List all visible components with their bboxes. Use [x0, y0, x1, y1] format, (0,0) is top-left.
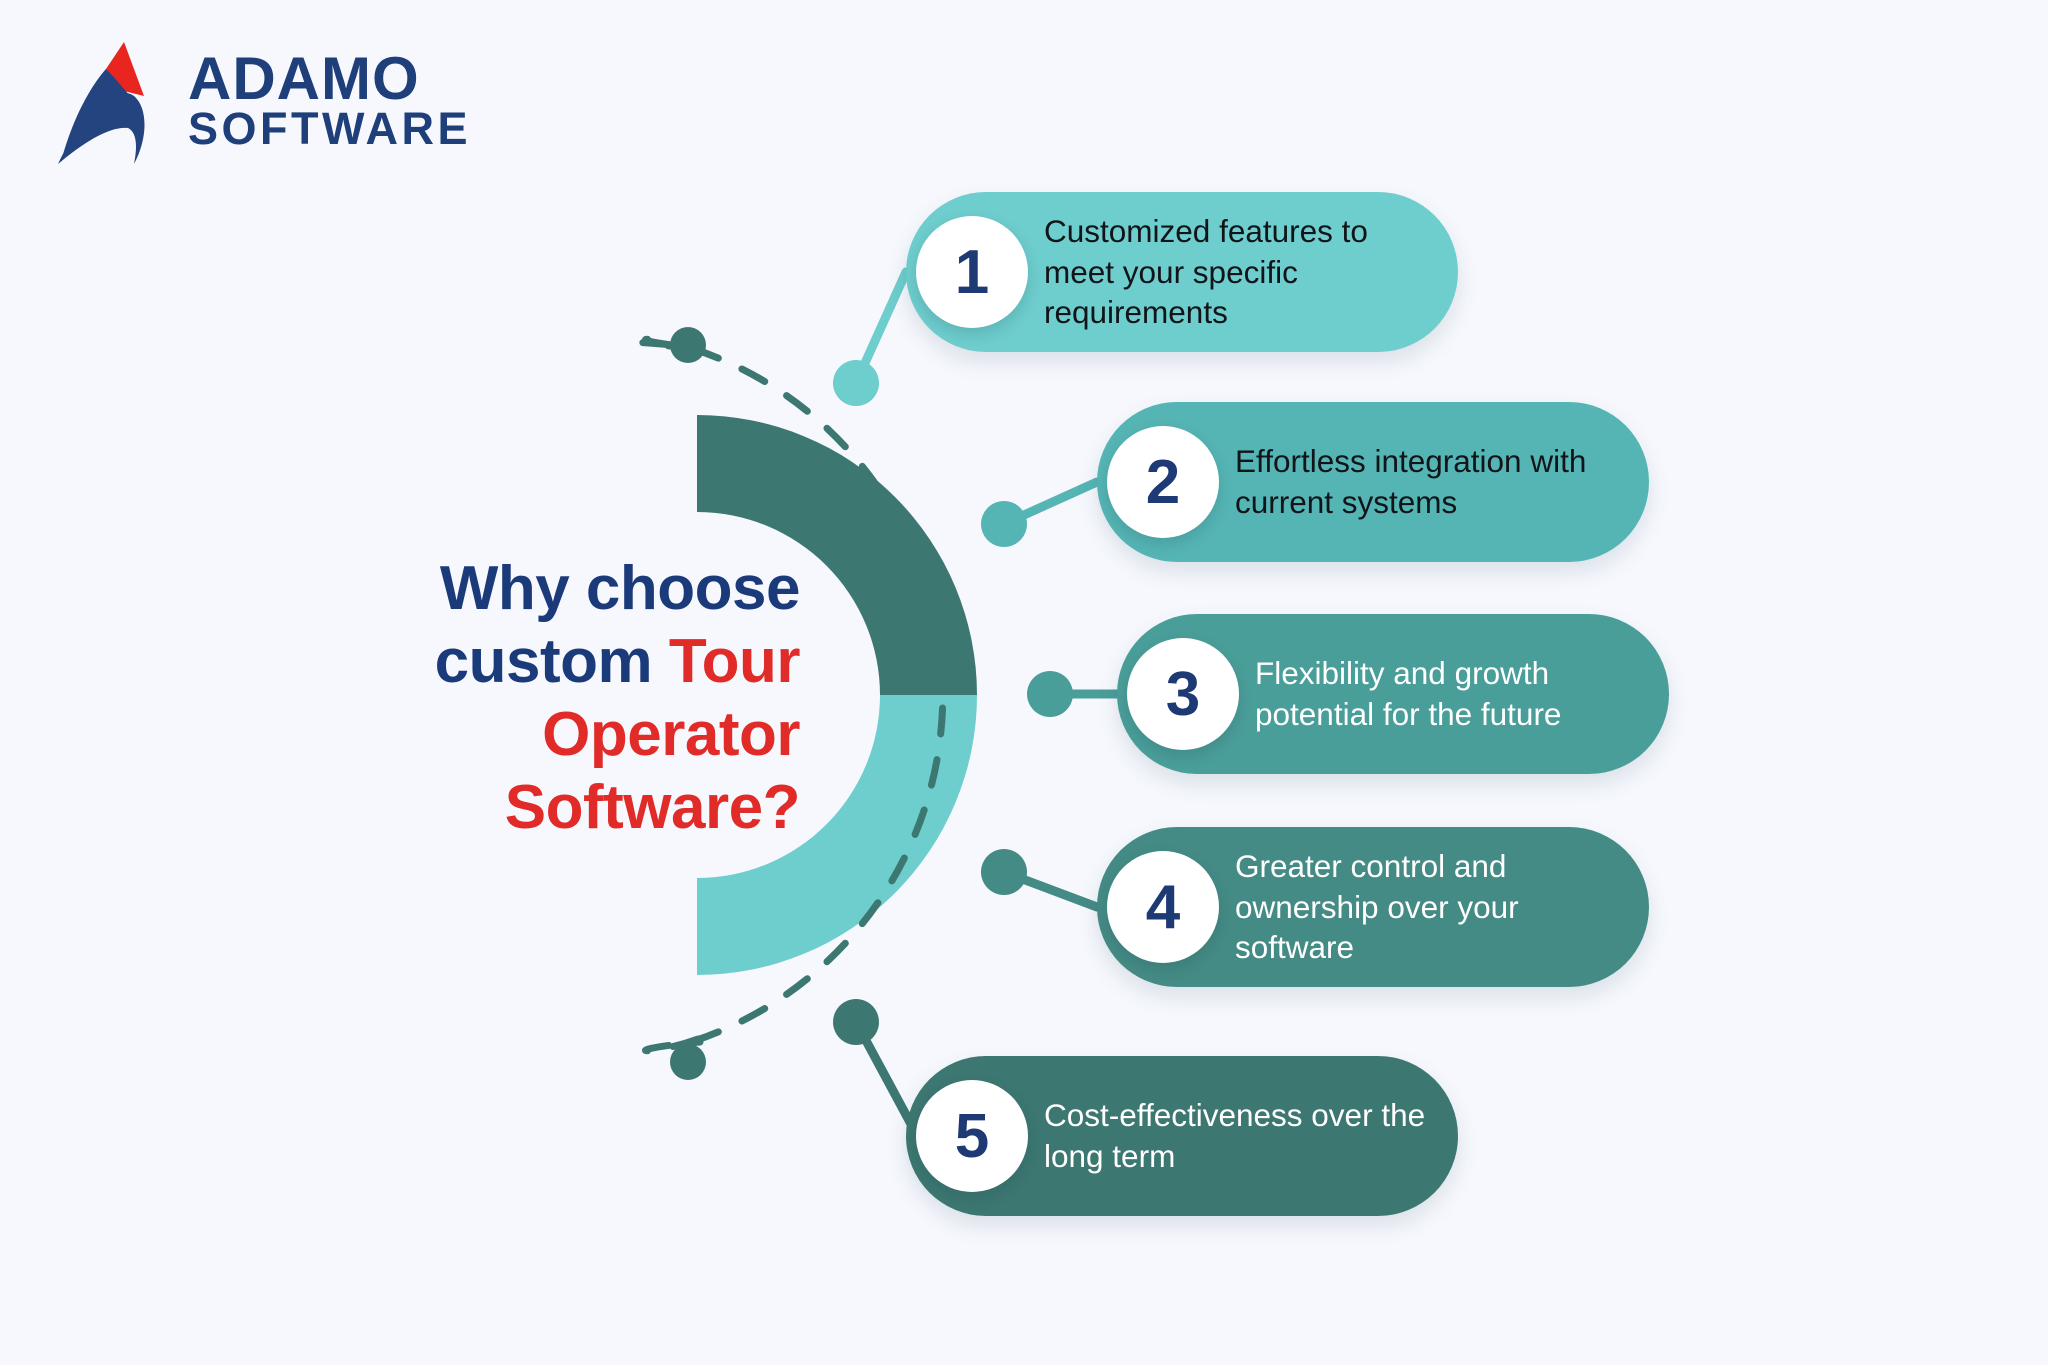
benefit-number-badge-5: 5 [916, 1080, 1028, 1192]
dashed-arc-end-dot-top [670, 327, 706, 363]
spacer-k [636, 338, 690, 349]
benefit-item-1[interactable]: 1 Customized features to meet your speci… [906, 192, 1458, 352]
spacer-h [688, 348, 700, 352]
benefit-item-5[interactable]: 5 Cost-effectiveness over the long term [906, 1056, 1458, 1216]
dashed-spacer-top2 [690, 345, 700, 348]
dashed-spacer-top [641, 338, 700, 347]
benefit-text-2: Effortless integration with current syst… [1235, 443, 1587, 520]
benefit-item-3[interactable]: 3 Flexibility and growth potential for t… [1117, 614, 1669, 774]
brand-wordmark: ADAMO SOFTWARE [188, 44, 471, 155]
spacer-g [642, 336, 693, 350]
benefit-item-4[interactable]: 4 Greater control and ownership over you… [1097, 827, 1649, 987]
benefit-text-1: Customized features to meet your specifi… [1044, 212, 1368, 331]
connector-node-3 [1027, 671, 1073, 717]
connector-node-5 [833, 999, 879, 1045]
spacer-o [650, 333, 700, 350]
dashed-arc-end-dot-bottom [670, 1044, 706, 1080]
connector-line-5 [851, 1017, 917, 1131]
connector-node-1 [833, 360, 879, 406]
connector-line-1 [851, 267, 911, 388]
spacer-a [689, 346, 700, 348]
connector-node-2 [981, 501, 1027, 547]
benefit-text-3: Flexibility and growth potential for the… [1255, 655, 1562, 732]
spacer-f [690, 348, 700, 351]
connector-line-4 [999, 867, 1102, 912]
benefit-number-badge-3: 3 [1127, 638, 1239, 750]
spacer-i [637, 338, 692, 349]
spacer-b [641, 337, 698, 349]
benefit-text-5: Cost-effectiveness over the long term [1044, 1097, 1426, 1174]
dashed-tail-top [642, 335, 704, 355]
benefit-number-badge-4: 4 [1107, 851, 1219, 963]
connector-node-4 [981, 849, 1027, 895]
benefit-number-badge-2: 2 [1107, 426, 1219, 538]
spacer-e [638, 341, 694, 349]
spacer-m [649, 337, 700, 349]
brand-name-line2: SOFTWARE [188, 103, 471, 155]
dashed-tail-bottom [642, 1035, 704, 1055]
dashed-arc-cap-top [639, 339, 704, 353]
brand-logo: ADAMO SOFTWARE [48, 34, 471, 166]
benefit-number-badge-1: 1 [916, 216, 1028, 328]
spacer-c [694, 349, 700, 350]
brand-name-line1: ADAMO [188, 44, 420, 112]
page-title: Why choose custom Tour Operator Software… [300, 552, 801, 845]
benefit-item-2[interactable]: 2 Effortless integration with current sy… [1097, 402, 1649, 562]
benefit-text-4: Greater control and ownership over your … [1235, 847, 1519, 966]
spacer-j [635, 340, 694, 350]
adamo-swoosh-logo-icon [58, 42, 145, 164]
connector-line-2 [999, 477, 1102, 529]
